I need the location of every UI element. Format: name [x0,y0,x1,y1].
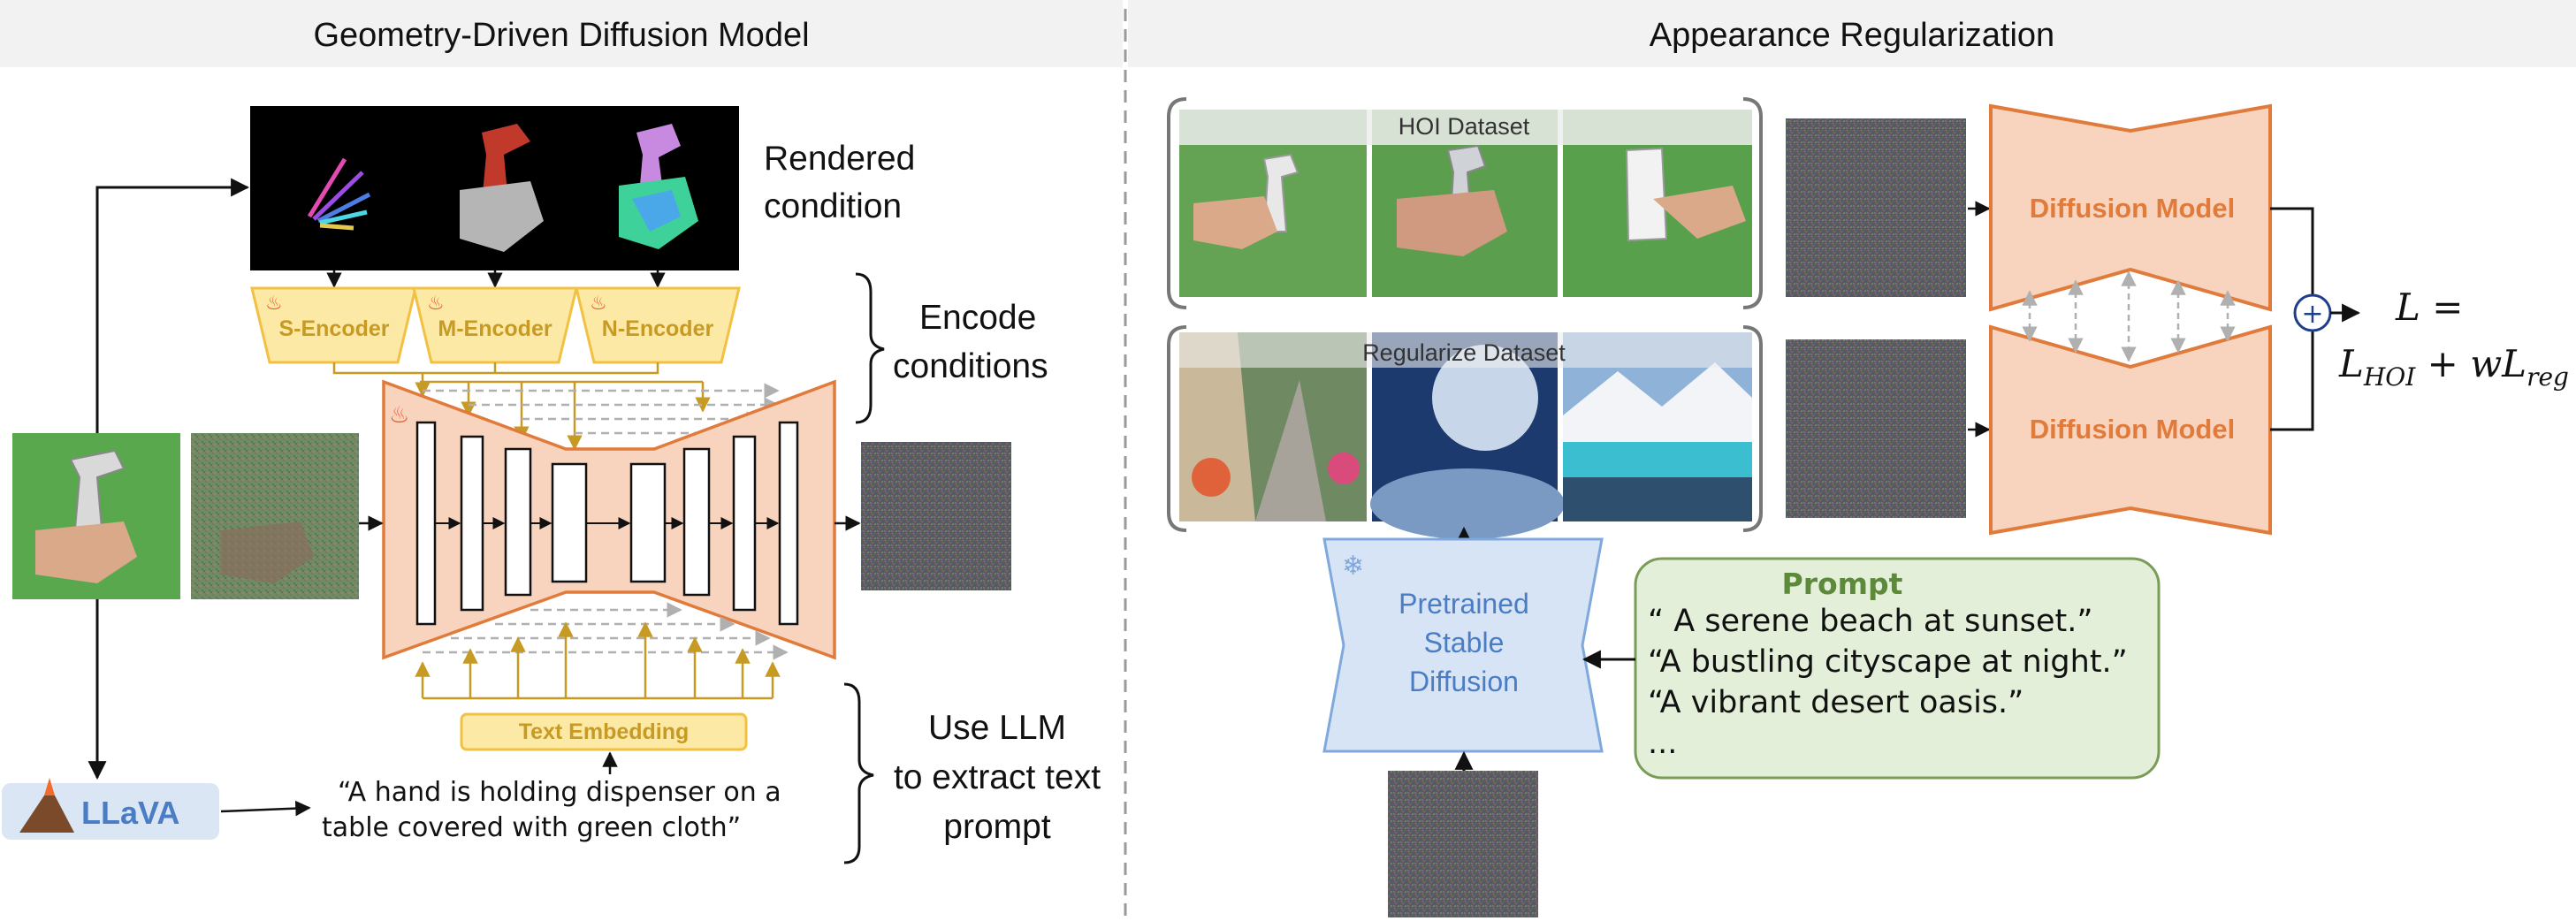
weight-sharing-arrows [2022,270,2236,362]
llava-label: LLaVA [81,795,179,831]
llm-label-line1: Use LLM [928,709,1066,747]
prompt-title: Prompt [1782,567,1903,601]
fire-icon: ♨ [427,293,445,315]
llm-brace [843,682,874,864]
llava-box: LLaVA [2,778,219,840]
hoi-dataset-group: HOI Dataset [1167,97,1763,309]
prompt-line-3: “A vibrant desert oasis.” [1648,685,2023,720]
noise-image-bottom [1786,339,1966,518]
pretrained-sd-line2: Stable [1424,627,1505,658]
line-top-to-sum [2270,207,2314,295]
m-encoder: ♨ M-Encoder [412,286,578,364]
regularize-dataset-label: Regularize Dataset [1362,339,1566,366]
caption-line2: table covered with green cloth” [322,812,741,843]
input-hoi-image [12,433,180,599]
normal-map-image [619,124,698,249]
loss-sub-reg: reg [2526,362,2569,392]
loss-lhs: L = [2395,285,2463,329]
hoi-dataset-label: HOI Dataset [1399,113,1530,140]
rendered-condition-images [250,106,739,270]
fire-icon: ♨ [265,293,283,315]
prompt-line-2: “A bustling cityscape at night.” [1648,644,2128,680]
diffusion-model-bottom-label: Diffusion Model [2030,414,2235,445]
mask-image [460,124,544,252]
arrow-input-to-render [95,178,250,433]
left-header-band [0,0,1123,67]
fire-icon: ♨ [590,293,607,315]
llm-label-line2: to extract text [894,758,1101,796]
line-bottom-to-sum [2270,331,2314,431]
pretrained-sd-line1: Pretrained [1399,588,1529,620]
right-section-title: Appearance Regularization [1650,17,2054,54]
left-section-title: Geometry-Driven Diffusion Model [313,17,809,54]
n-encoder: ♨ N-Encoder [575,286,741,364]
prompt-line-1: “ A serene beach at sunset.” [1648,604,2092,639]
skip-connections-bottom [423,602,789,660]
noisy-input-image [191,433,359,599]
rendered-condition-label-line1: Rendered [764,140,915,178]
encode-brace [855,272,885,424]
loss-sub-hoi: HOI [2363,362,2416,392]
text-embedding-box: Text Embedding [460,712,748,751]
sum-node: + [2293,293,2332,332]
pretrained-sd: ❄ Pretrained Stable Diffusion [1322,537,1604,753]
output-noise-image [861,442,1011,590]
loss-rhs: LHOI + wLreg [2338,342,2569,392]
loss-term-2: + wL [2415,342,2526,385]
noise-image-sd [1388,771,1538,917]
text-embedding-connectors [415,621,781,700]
text-embedding-label: Text Embedding [519,719,690,744]
prompt-line-4: ... [1648,726,1677,761]
arrow-llava-to-caption [220,800,311,817]
volcano-icon [19,778,74,833]
rendered-condition-label-line2: condition [764,187,902,225]
regularize-dataset-group: Regularize Dataset [1167,325,1763,539]
encode-conditions-line2: conditions [893,347,1048,385]
fire-icon: ♨ [389,402,409,429]
encode-conditions-line1: Encode [919,299,1036,337]
prompt-box: Prompt “ A serene beach at sunset.” “A b… [1634,557,2161,780]
skeleton-hand-image [307,157,371,231]
noise-image-top [1786,118,1966,297]
s-encoder-label: S-Encoder [278,316,389,341]
diffusion-model-top-label: Diffusion Model [2030,193,2235,224]
diffusion-model-bottom: Diffusion Model [1989,324,2272,536]
snowflake-icon: ❄ [1342,551,1364,582]
pretrained-sd-line3: Diffusion [1409,666,1519,697]
right-header-band [1128,0,2576,67]
m-encoder-label: M-Encoder [438,316,552,341]
plus-icon: + [2301,299,2323,330]
diffusion-model-top: Diffusion Model [1989,103,2272,312]
unet: ♨ [382,379,836,660]
s-encoder: ♨ S-Encoder [250,286,417,364]
caption-line1: “A hand is holding dispenser on a [338,777,781,808]
n-encoder-label: N-Encoder [602,316,714,341]
llm-label-line3: prompt [943,808,1051,846]
loss-term-1: L [2338,342,2364,385]
